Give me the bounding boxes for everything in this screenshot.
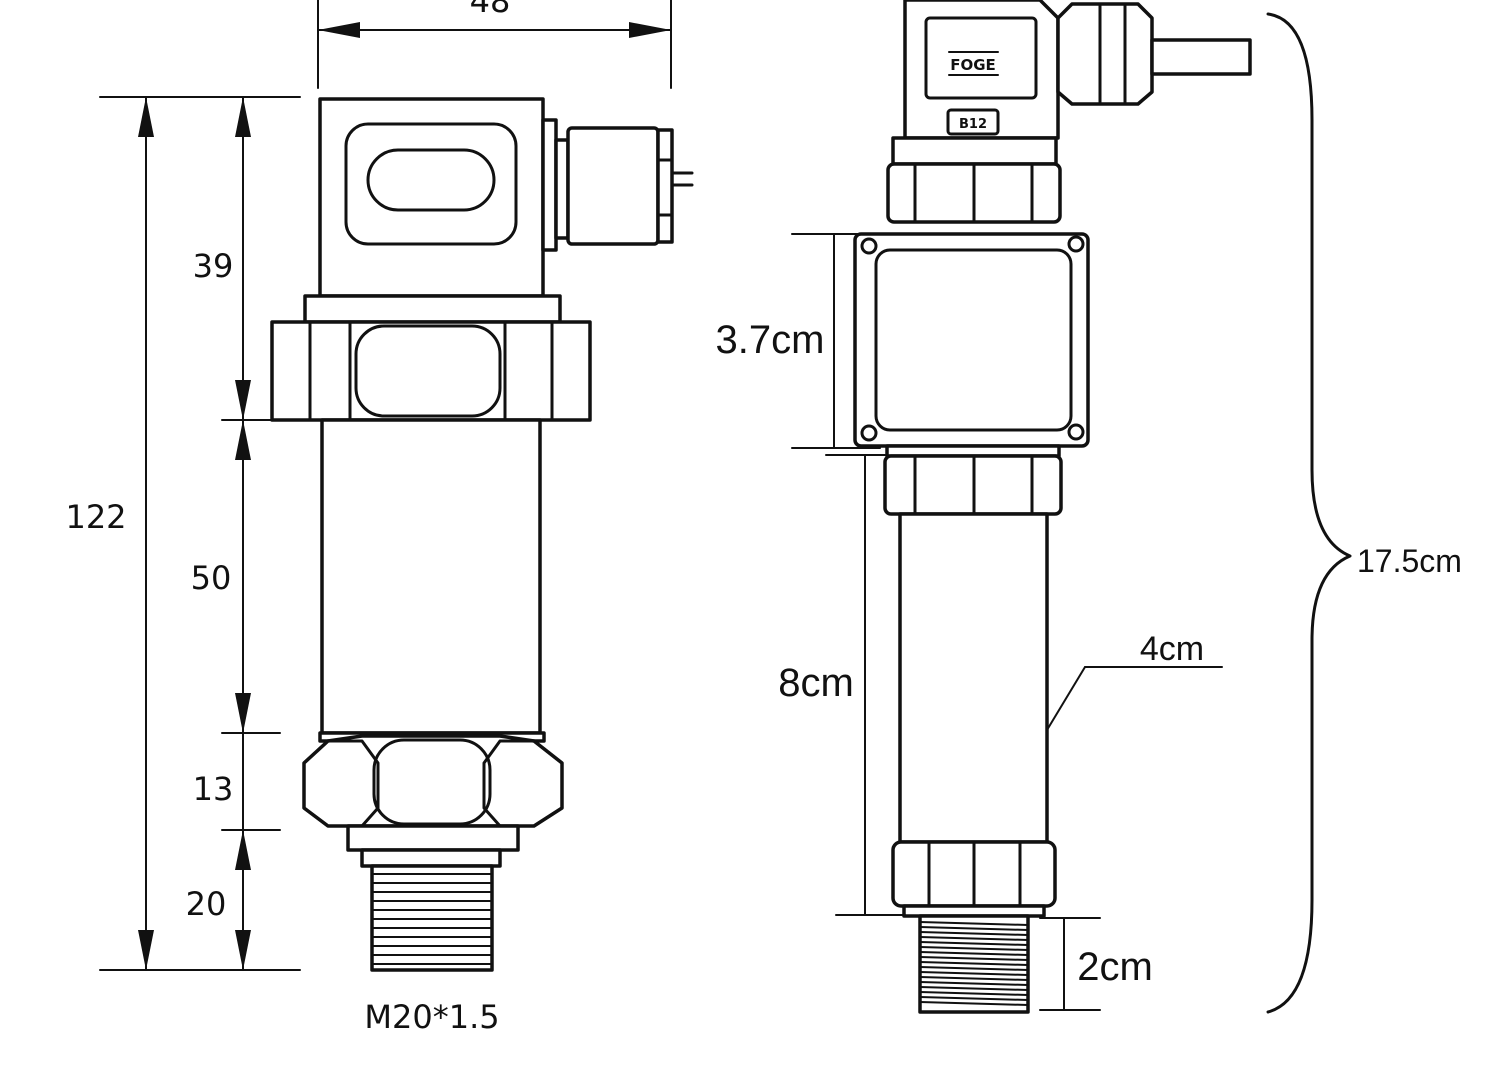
body-dim-label: 50	[191, 559, 232, 597]
middle-nut	[883, 444, 1063, 516]
body-length-label: 8cm	[778, 661, 854, 705]
thread-line	[919, 946, 1029, 951]
thread-line	[919, 931, 1029, 936]
thread-length-label: 2cm	[1077, 945, 1153, 989]
box-height-dimension: 3.7cm	[716, 233, 881, 449]
upper-nut	[886, 136, 1062, 224]
thread-line	[919, 996, 1029, 1001]
thread-line	[919, 971, 1029, 976]
thread-line	[919, 961, 1029, 966]
body-length-dimension: 8cm	[778, 454, 906, 916]
side-cable-connector	[541, 118, 694, 252]
thread-line	[919, 991, 1029, 996]
display-box	[853, 232, 1090, 448]
thread-length-dimension: 2cm	[1039, 917, 1153, 1011]
diameter-label: 4cm	[1140, 630, 1204, 668]
connector-housing	[318, 97, 545, 298]
hex-dim-label: 13	[193, 770, 234, 808]
right-view: FOGE B12	[716, 0, 1462, 1014]
thread-stem	[918, 914, 1030, 1014]
thread-line	[919, 921, 1029, 926]
body-tube	[898, 512, 1049, 844]
total-height-label: 122	[65, 498, 126, 536]
thread-line	[919, 951, 1029, 956]
hex-nut	[302, 731, 564, 828]
brand-label: FOGE	[950, 56, 996, 74]
thread-line	[919, 966, 1029, 971]
thread-line	[919, 1001, 1029, 1006]
thread-line	[919, 941, 1029, 946]
thread-fitting	[346, 824, 520, 972]
thread-line	[919, 956, 1029, 961]
din-connector: FOGE B12	[903, 0, 1252, 140]
box-height-label: 3.7cm	[716, 318, 825, 362]
head-dim-label: 39	[193, 247, 234, 285]
left-view: 48 122 39 50 13	[65, 0, 694, 1036]
thread-line	[919, 981, 1029, 986]
diameter-leader: 4cm	[1046, 630, 1223, 731]
width-dim-label: 48	[470, 0, 511, 20]
thread-line	[919, 926, 1029, 931]
total-height-dimension: 122	[65, 96, 154, 971]
width-dimension: 48	[317, 0, 672, 89]
total-length-label: 17.5cm	[1357, 543, 1462, 579]
top-nut	[270, 294, 592, 422]
thread-line	[919, 936, 1029, 941]
main-body	[320, 418, 542, 735]
thread-spec-label: M20*1.5	[364, 998, 499, 1036]
segment-dimensions: 39 50 13 20	[186, 96, 251, 971]
total-length-brace: 17.5cm	[1266, 12, 1462, 1014]
code-label: B12	[959, 117, 987, 132]
bottom-nut	[891, 840, 1057, 918]
thread-dim-label: 20	[186, 885, 227, 923]
thread-line	[919, 986, 1029, 991]
thread-line	[919, 976, 1029, 981]
